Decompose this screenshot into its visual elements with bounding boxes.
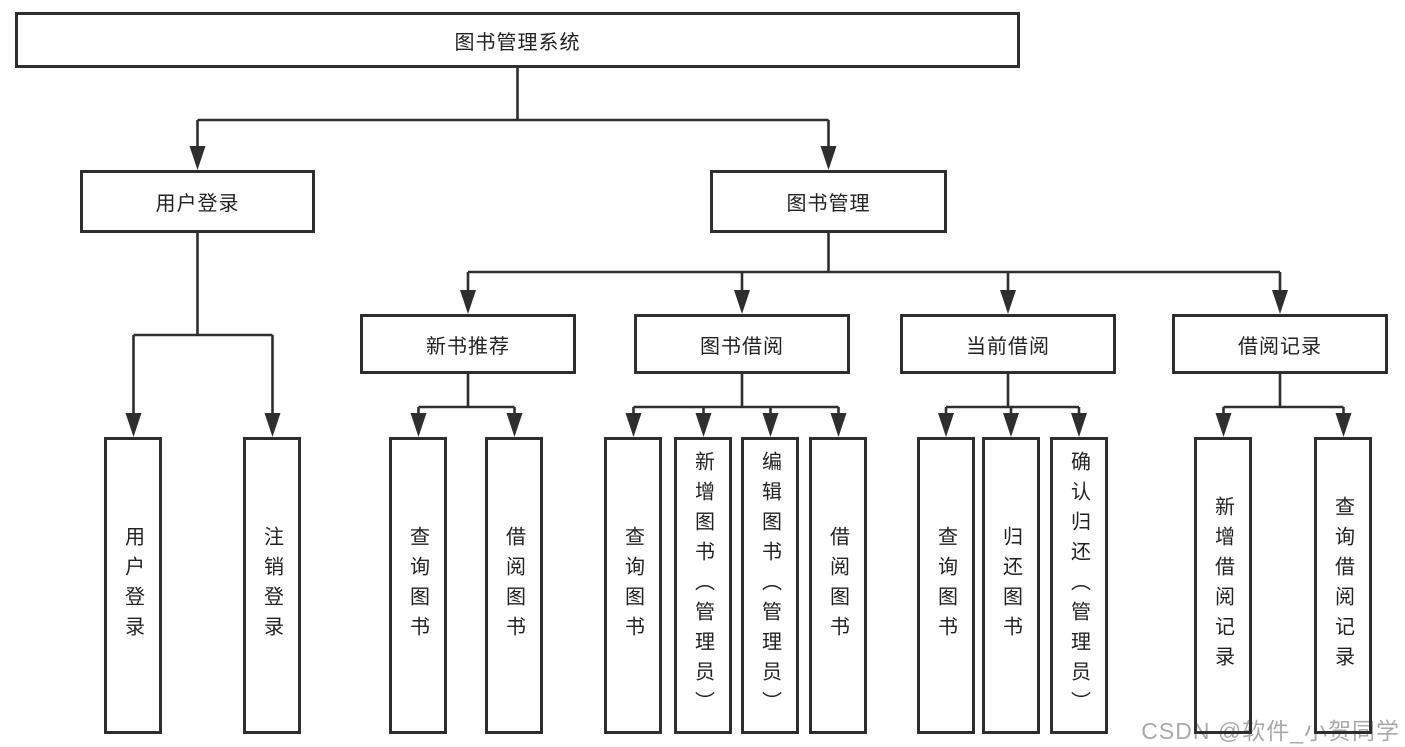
- node-label: 新增图书（管理员）: [691, 450, 714, 721]
- node-label: 确认归还（管理员）: [1067, 450, 1090, 721]
- node-label: 借阅图书: [502, 525, 525, 646]
- leaf-confirm-return-admin: 确认归还（管理员）: [1050, 437, 1108, 734]
- node-label: 借阅图书: [826, 525, 849, 646]
- leaf-query-books-3: 查询图书: [917, 437, 975, 734]
- node-library-management-system: 图书管理系统: [15, 12, 1020, 68]
- leaf-logout: 注销登录: [243, 437, 301, 734]
- node-label: 归还图书: [999, 525, 1022, 646]
- leaf-query-books-2: 查询图书: [604, 437, 662, 734]
- node-label: 查询图书: [621, 525, 644, 646]
- leaf-return-books: 归还图书: [982, 437, 1040, 734]
- leaf-query-borrow-record: 查询借阅记录: [1314, 437, 1372, 734]
- node-label: 新增借阅记录: [1211, 495, 1234, 676]
- node-book-borrowing: 图书借阅: [634, 314, 850, 374]
- node-label: 新书推荐: [426, 335, 510, 358]
- csdn-watermark: CSDN @软件_小贺同学: [1141, 718, 1400, 744]
- node-label: 查询图书: [406, 525, 429, 646]
- leaf-query-books-1: 查询图书: [389, 437, 447, 734]
- node-label: 图书借阅: [700, 335, 784, 358]
- node-user-login: 用户登录: [80, 170, 315, 233]
- node-label: 图书管理: [786, 193, 871, 215]
- leaf-borrow-books-2: 借阅图书: [809, 437, 867, 734]
- node-label: 编辑图书（管理员）: [758, 450, 781, 721]
- node-book-management: 图书管理: [710, 170, 947, 233]
- node-label: 用户登录: [155, 193, 240, 215]
- node-label: 查询借阅记录: [1331, 495, 1354, 676]
- node-new-book-recommend: 新书推荐: [360, 314, 576, 374]
- node-label: 查询图书: [934, 525, 957, 646]
- arrowheads: [125, 146, 1352, 437]
- leaf-add-borrow-record: 新增借阅记录: [1194, 437, 1252, 734]
- leaf-user-login: 用户登录: [104, 437, 162, 734]
- node-label: 用户登录: [121, 525, 144, 646]
- node-label: 当前借阅: [966, 335, 1050, 358]
- leaf-borrow-books-1: 借阅图书: [485, 437, 543, 734]
- node-label: 图书管理系统: [454, 31, 581, 54]
- node-borrow-records: 借阅记录: [1172, 314, 1388, 374]
- node-current-borrowing: 当前借阅: [900, 314, 1116, 374]
- node-label: 注销登录: [260, 525, 283, 646]
- node-label: 借阅记录: [1238, 335, 1322, 358]
- leaf-edit-books-admin: 编辑图书（管理员）: [741, 437, 799, 734]
- leaf-add-books-admin: 新增图书（管理员）: [674, 437, 732, 734]
